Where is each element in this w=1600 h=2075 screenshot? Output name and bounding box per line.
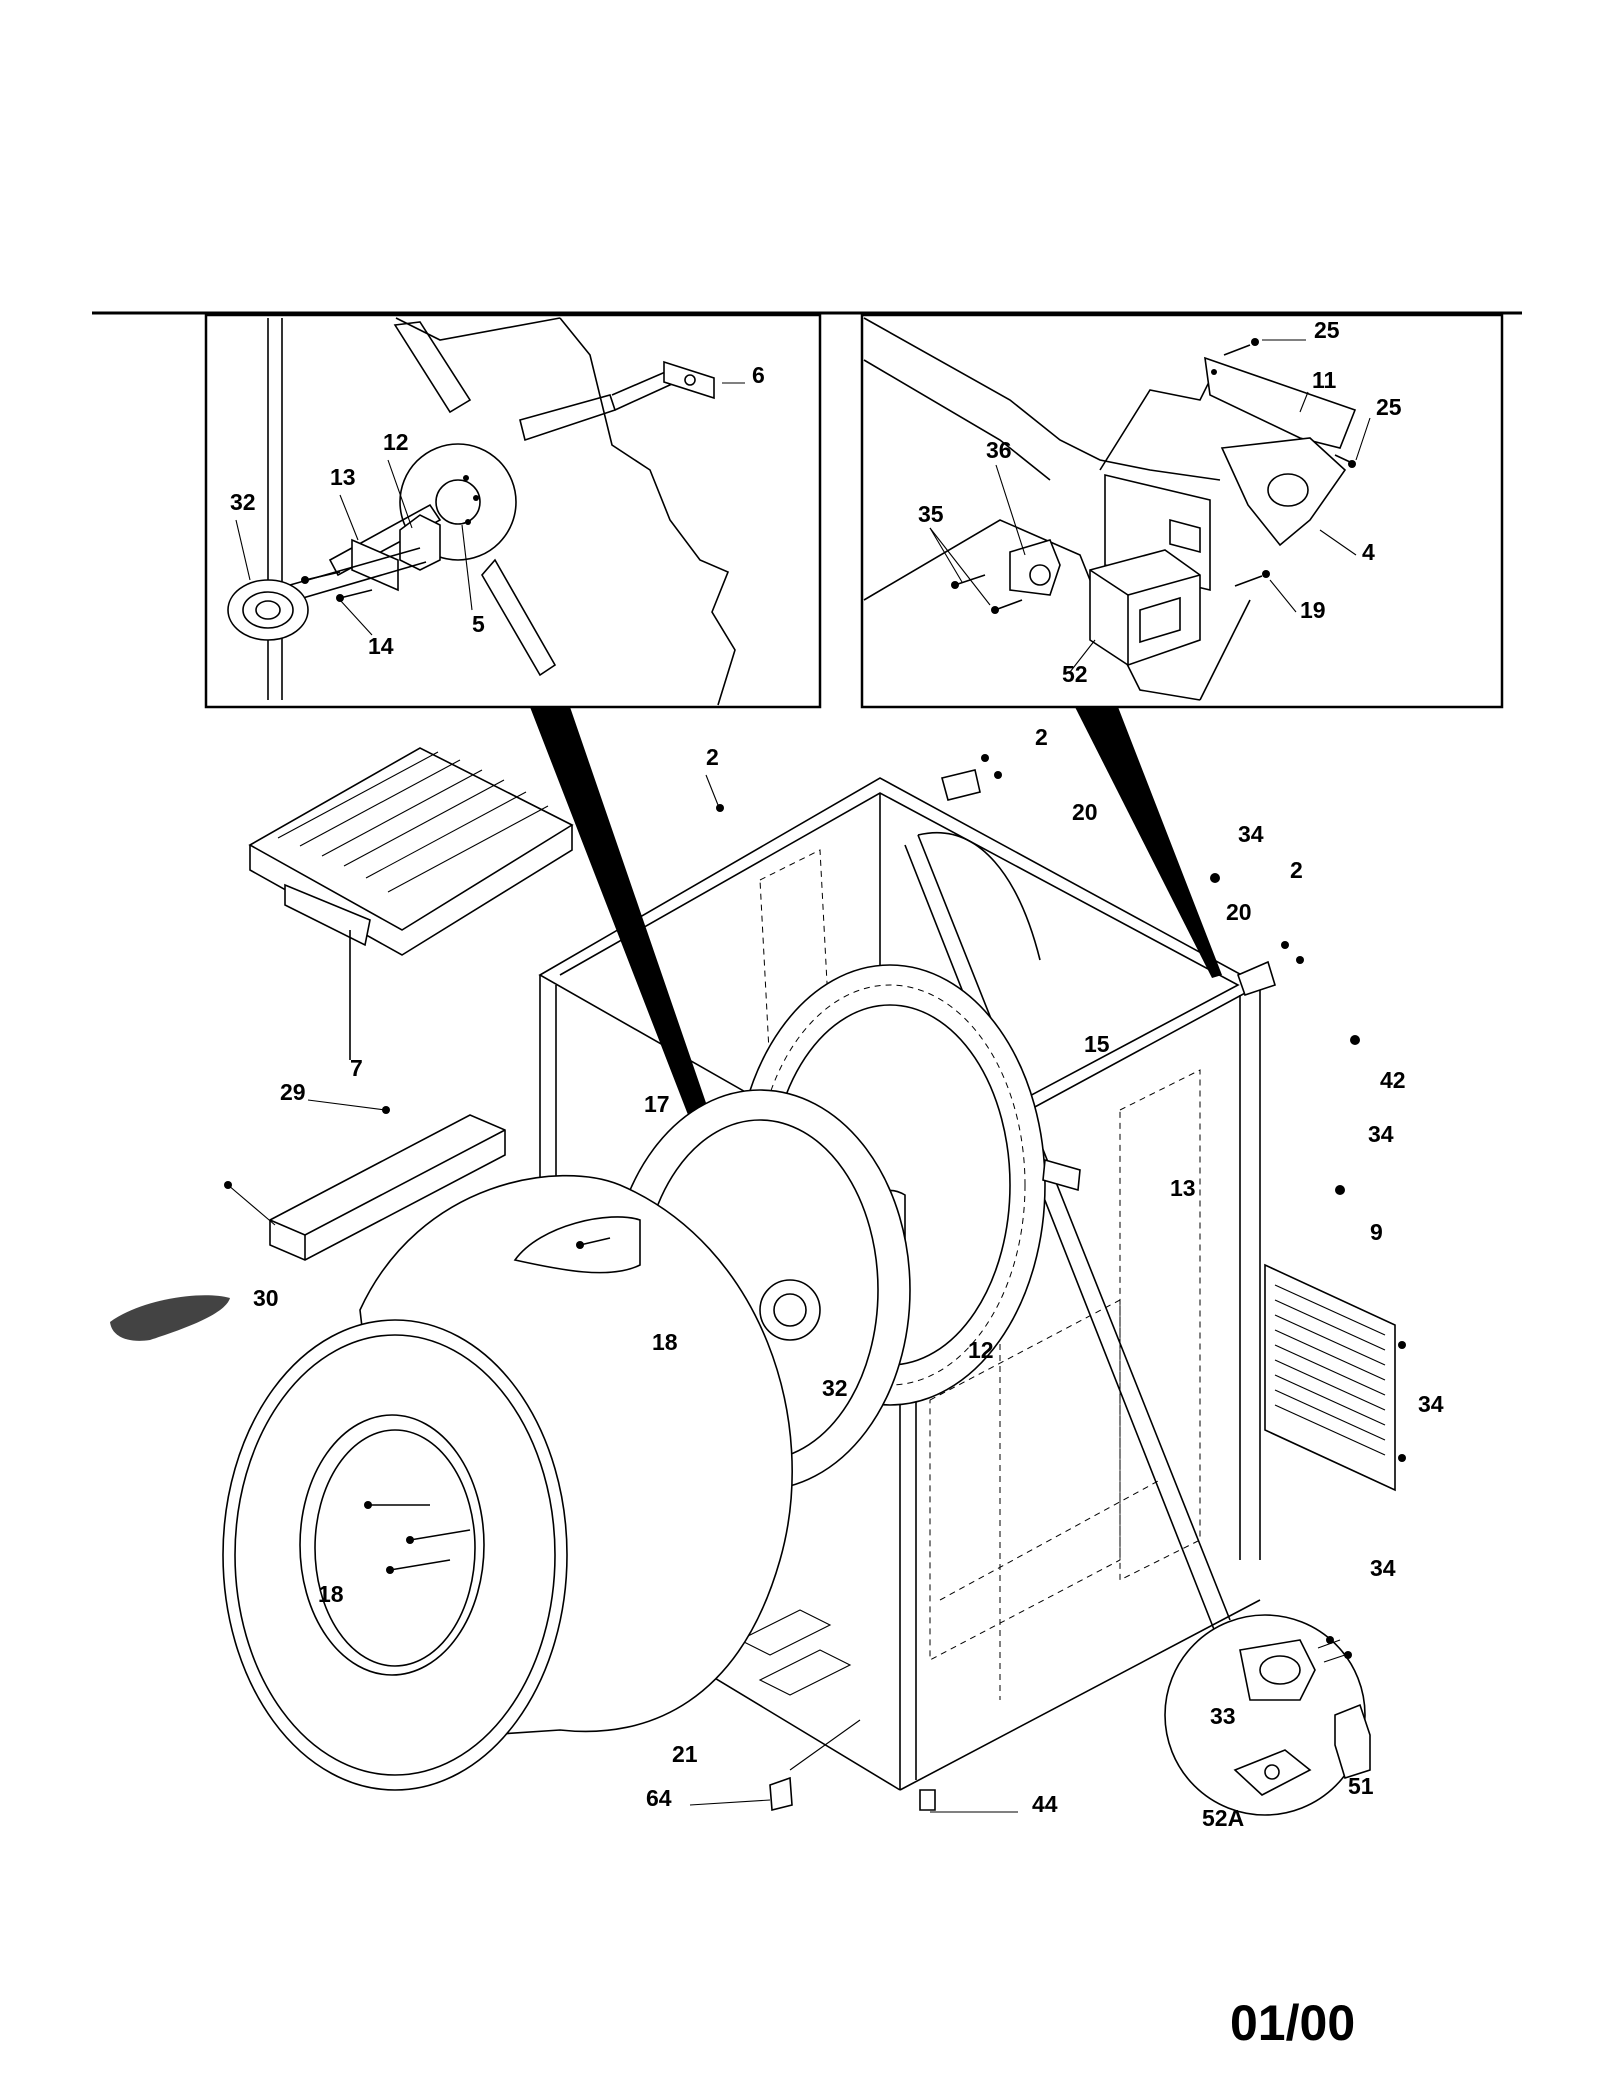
callout-c-13b: 13: [1170, 1175, 1196, 1201]
callout-c-34b: 34: [1368, 1121, 1394, 1147]
callout-c-11: 11: [1312, 367, 1337, 393]
callout-c-42: 42: [1380, 1067, 1406, 1093]
callout-c-6: 6: [752, 362, 765, 388]
callout-c-64: 64: [646, 1785, 672, 1811]
callout-c-34c: 34: [1418, 1391, 1444, 1417]
callout-c-17: 17: [644, 1091, 670, 1117]
callout-c-18b: 18: [318, 1581, 344, 1607]
callout-c-19: 19: [1300, 597, 1326, 623]
callout-c-15: 15: [1084, 1031, 1110, 1057]
callout-c-51: 51: [1348, 1773, 1374, 1799]
callout-c-18a: 18: [652, 1329, 678, 1355]
callout-c-12a: 12: [383, 429, 409, 455]
inset-terminal-detail: [860, 313, 1504, 709]
lint-duct: [224, 1099, 506, 1261]
callout-c-34d: 34: [1370, 1555, 1396, 1581]
callout-c-2a: 2: [706, 744, 719, 770]
callout-c-35: 35: [918, 501, 944, 527]
inset-bearing-detail: [204, 313, 822, 709]
callout-c-21: 21: [672, 1741, 698, 1767]
callout-c-34a: 34: [1238, 821, 1264, 847]
drum: [222, 1174, 793, 1791]
diagram-code: 01/00: [1230, 1995, 1355, 2051]
callout-c-36: 36: [986, 437, 1012, 463]
grille-panel: [1264, 1263, 1406, 1492]
zoom-wedge-right: [1075, 707, 1222, 978]
callout-c-20a: 20: [1072, 799, 1098, 825]
callout-c-32b: 32: [822, 1375, 848, 1401]
callout-c-12b: 12: [968, 1337, 994, 1363]
callout-c-44: 44: [1032, 1791, 1058, 1817]
callout-c-52: 52: [1062, 661, 1088, 687]
callout-c-29: 29: [280, 1079, 306, 1105]
smudge-mark: [110, 1295, 230, 1341]
callout-labels: 32 13 12 6 14 5 25 11 25 36 35 4 19 52 2 2 20 34 2 20 7 15 42 2…: [230, 317, 1444, 1831]
callout-c-33: 33: [1210, 1703, 1236, 1729]
callout-c-13a: 13: [330, 464, 356, 490]
fasteners: [689, 754, 1360, 1813]
idler-detail: [1164, 1614, 1371, 1816]
callout-c-7: 7: [350, 1055, 363, 1081]
callout-c-4: 4: [1362, 539, 1375, 565]
callout-c-5: 5: [472, 611, 485, 637]
callout-c-2c: 2: [1290, 857, 1303, 883]
callout-c-2b: 2: [1035, 724, 1048, 750]
callout-c-9: 9: [1370, 1219, 1383, 1245]
callout-c-25b: 25: [1376, 394, 1402, 420]
callout-c-20b: 20: [1226, 899, 1252, 925]
callout-c-14: 14: [368, 633, 394, 659]
callout-c-52a: 52A: [1202, 1805, 1244, 1831]
drying-rack: [248, 747, 574, 1060]
callout-c-30: 30: [253, 1285, 279, 1311]
callout-c-32a: 32: [230, 489, 256, 515]
callout-c-25a: 25: [1314, 317, 1340, 343]
